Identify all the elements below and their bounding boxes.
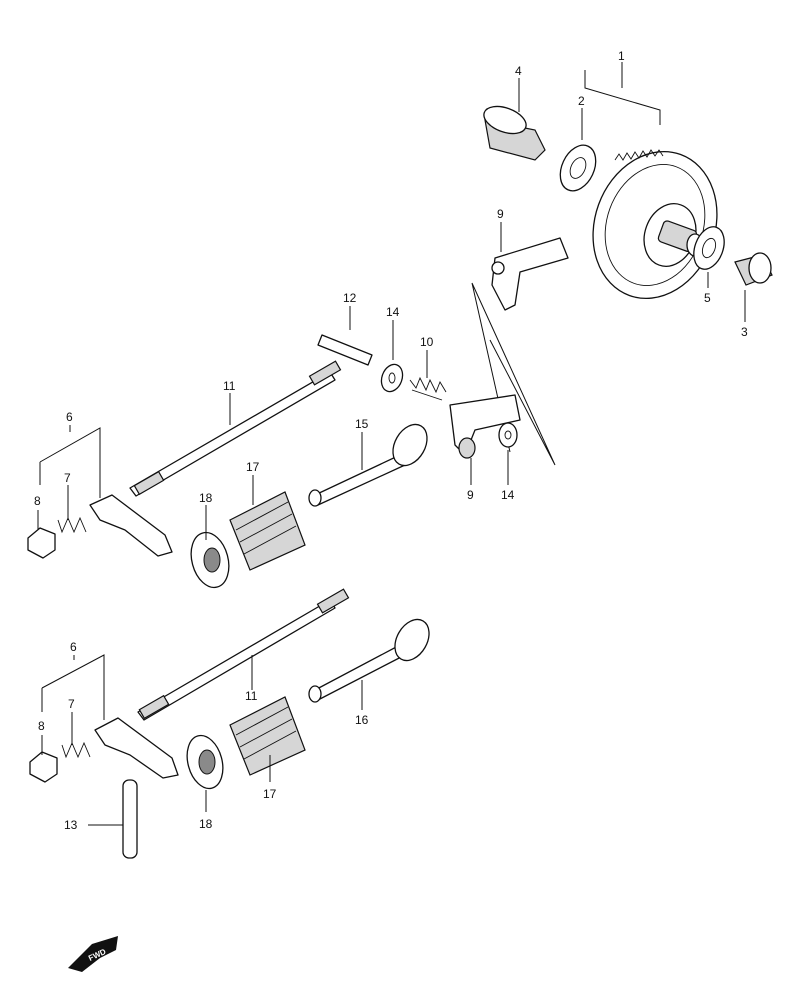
callout-14-upper: 14 xyxy=(386,305,400,319)
shaft-13 xyxy=(122,779,138,859)
spring-10 xyxy=(409,376,447,401)
callout-2: 2 xyxy=(578,94,585,108)
callout-14-lower: 14 xyxy=(501,488,515,502)
bushing-3 xyxy=(734,252,773,286)
rocker-arm-6-upper xyxy=(89,494,173,557)
decomp-lever-9-lower xyxy=(449,394,521,459)
valve-16 xyxy=(308,618,430,703)
pin-12 xyxy=(317,334,373,366)
callout-17-lower: 17 xyxy=(263,787,277,801)
nut-8-lower xyxy=(29,751,58,783)
callout-7-upper: 7 xyxy=(64,471,71,485)
valve-spring-17-upper xyxy=(229,491,306,571)
callout-labels: 1 4 2 5 3 9 12 14 10 11 15 17 18 9 14 6 … xyxy=(34,49,748,832)
callout-1: 1 xyxy=(618,49,625,63)
callout-11-lower: 11 xyxy=(245,689,258,703)
valve-spring-17-lower xyxy=(229,696,306,776)
callout-8-upper: 8 xyxy=(34,494,41,508)
callout-13: 13 xyxy=(64,818,78,832)
camshaft-gear xyxy=(592,149,718,300)
leader-lines xyxy=(37,62,746,826)
retainer-18-upper xyxy=(190,531,230,589)
callout-12: 12 xyxy=(343,291,357,305)
callout-11-upper: 11 xyxy=(223,379,236,393)
callout-16: 16 xyxy=(355,713,369,727)
callout-18-lower: 18 xyxy=(199,817,213,831)
callout-4: 4 xyxy=(515,64,522,78)
rocker-arm-6-lower xyxy=(94,717,179,779)
decomp-arm-9-upper xyxy=(491,237,569,311)
callout-7-lower: 7 xyxy=(68,697,75,711)
callout-15: 15 xyxy=(355,417,369,431)
sleeve-4 xyxy=(483,105,546,161)
callout-18-upper: 18 xyxy=(199,491,213,505)
retainer-18-lower xyxy=(186,734,224,790)
washer-5 xyxy=(693,226,725,270)
valve-15 xyxy=(308,423,428,507)
callout-17-upper: 17 xyxy=(246,460,260,474)
callout-3: 3 xyxy=(741,325,748,339)
callout-8-lower: 8 xyxy=(38,719,45,733)
callout-5: 5 xyxy=(704,291,711,305)
callout-6-upper: 6 xyxy=(66,410,73,424)
callout-10: 10 xyxy=(420,335,434,349)
washer-14-lower xyxy=(498,422,518,448)
pushrod-11-upper xyxy=(129,360,342,497)
washer-14-upper xyxy=(380,363,404,393)
callout-6-lower: 6 xyxy=(70,640,77,654)
pushrod-11-lower xyxy=(137,588,350,721)
callout-9-lower: 9 xyxy=(467,488,474,502)
adjuster-7-lower xyxy=(61,741,91,759)
callout-9-upper: 9 xyxy=(497,207,504,221)
washer-2 xyxy=(559,144,597,192)
adjuster-7-upper xyxy=(57,516,87,534)
front-arrow-icon: FWD xyxy=(68,936,118,972)
nut-8-upper xyxy=(27,527,56,559)
